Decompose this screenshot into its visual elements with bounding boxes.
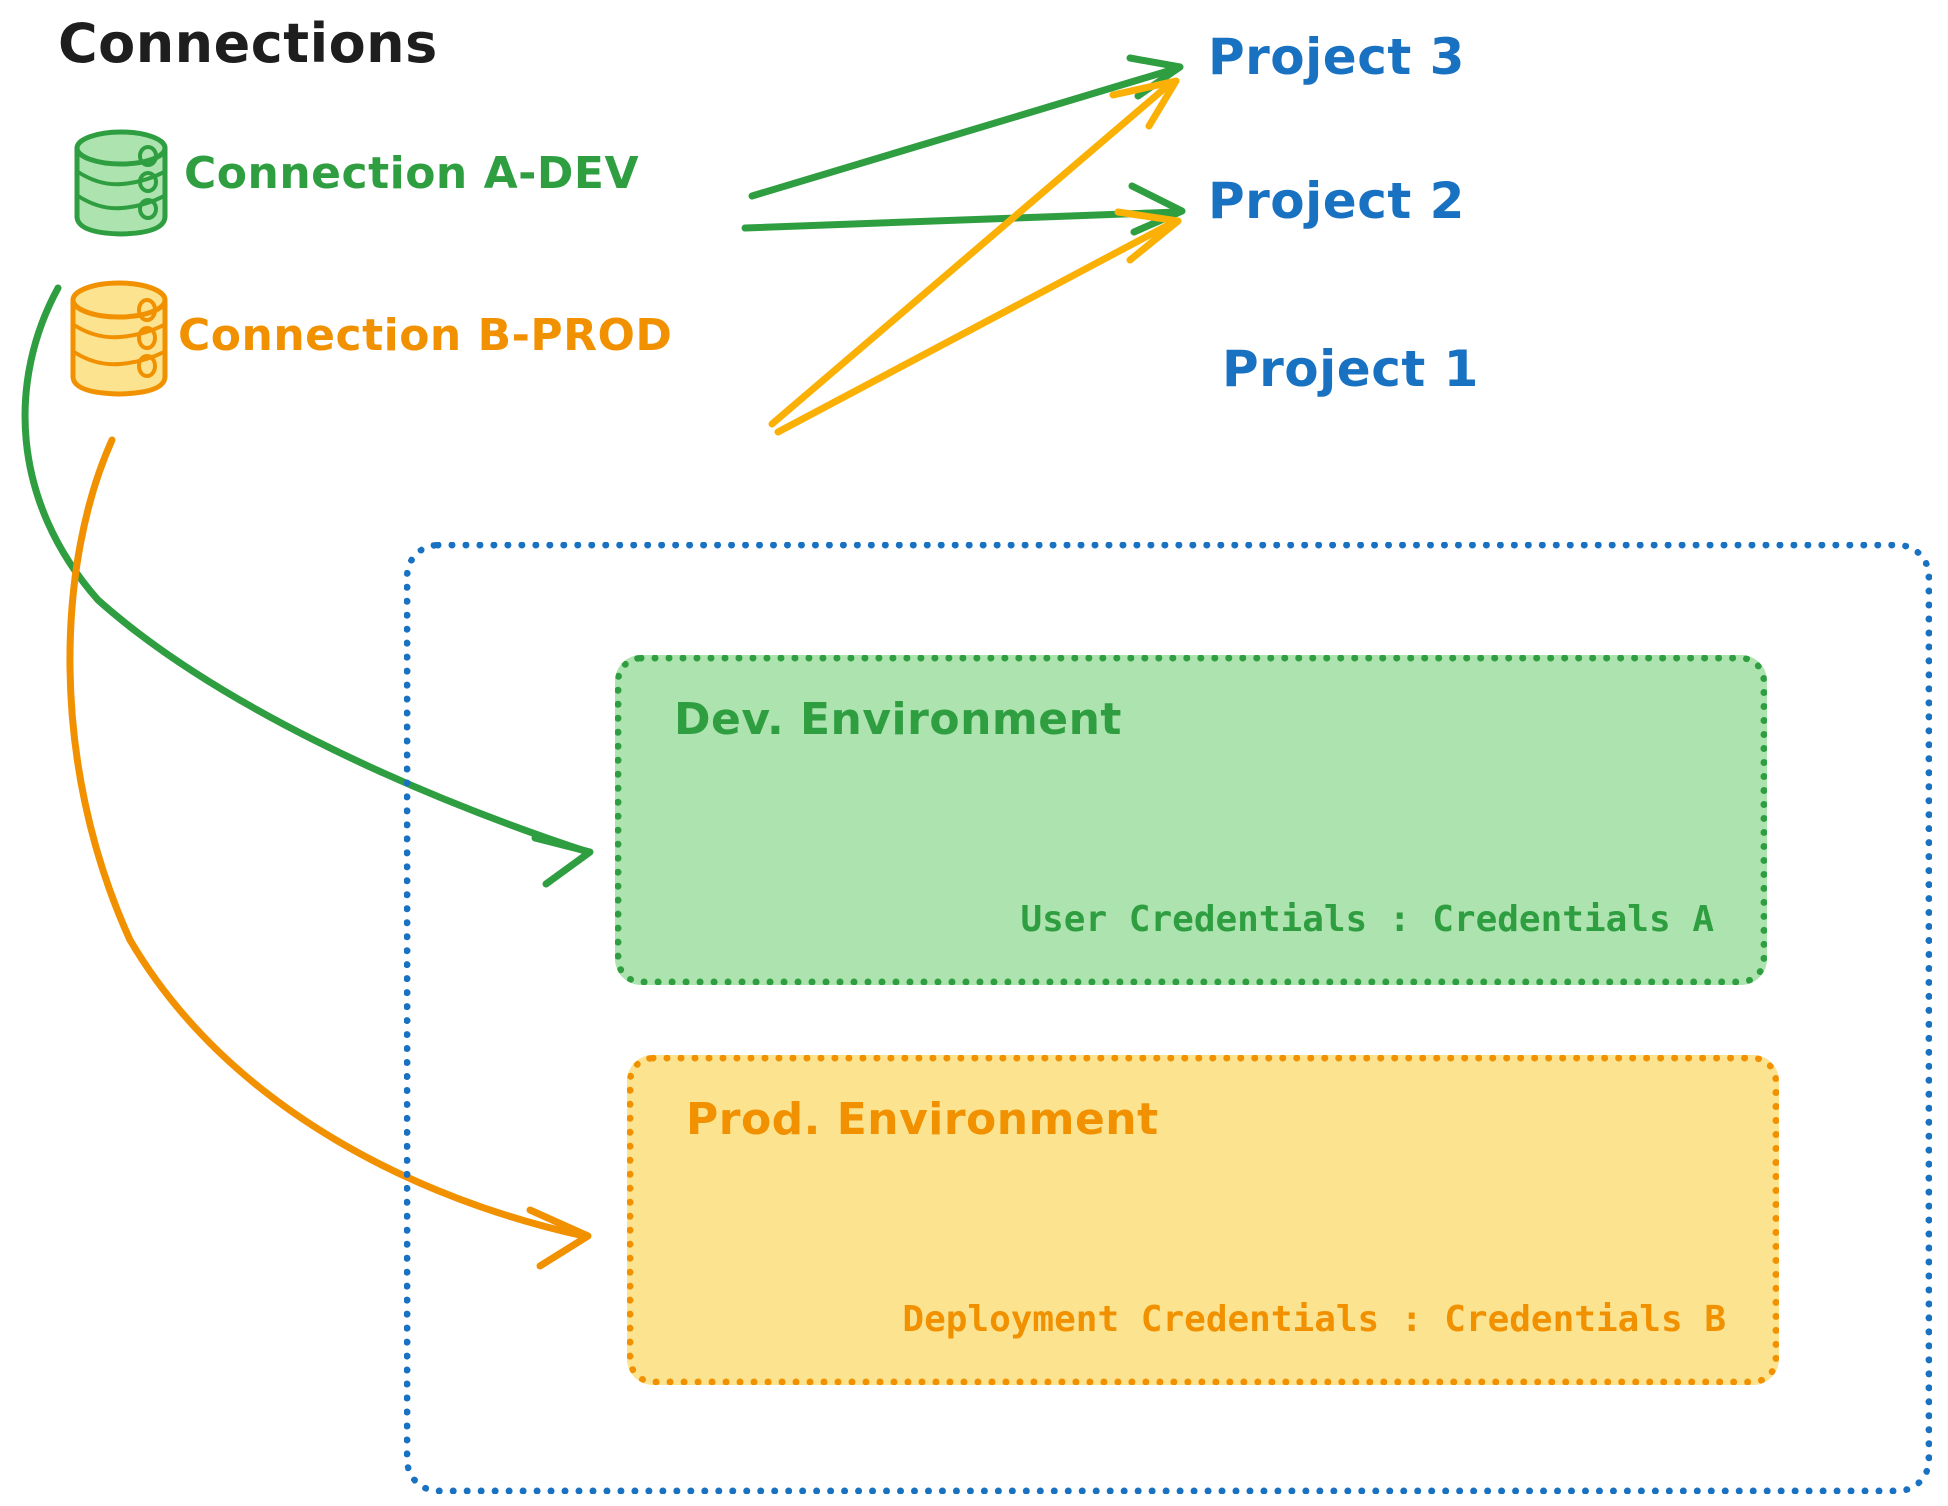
- dev-environment-credentials: User Credentials : Credentials A: [1020, 899, 1714, 940]
- arrow-conn-a-to-project-3: [748, 54, 1184, 200]
- arrow-conn-a-to-project-2: [741, 182, 1186, 236]
- arrow-conn-b-to-project-2: [774, 208, 1182, 436]
- dev-environment-title: Dev. Environment: [674, 694, 1122, 745]
- project-1-label[interactable]: Project 1: [1222, 340, 1479, 398]
- database-cylinder-icon-orange: [70, 280, 168, 397]
- arrow-conn-b-to-project-3: [768, 77, 1180, 428]
- connection-a-dev-label[interactable]: Connection A-DEV: [184, 148, 640, 199]
- project-3-label[interactable]: Project 3: [1208, 28, 1465, 86]
- page-title: Connections: [58, 12, 438, 75]
- dev-environment-box[interactable]: Dev. Environment User Credentials : Cred…: [615, 655, 1767, 985]
- project-2-label[interactable]: Project 2: [1208, 172, 1465, 230]
- connection-b-prod-label[interactable]: Connection B-PROD: [178, 310, 673, 361]
- prod-environment-credentials: Deployment Credentials : Credentials B: [902, 1299, 1726, 1340]
- database-cylinder-icon-green: [74, 129, 168, 237]
- prod-environment-title: Prod. Environment: [686, 1094, 1159, 1145]
- prod-environment-box[interactable]: Prod. Environment Deployment Credentials…: [627, 1055, 1779, 1385]
- project-1-container: Dev. Environment User Credentials : Cred…: [404, 542, 1932, 1494]
